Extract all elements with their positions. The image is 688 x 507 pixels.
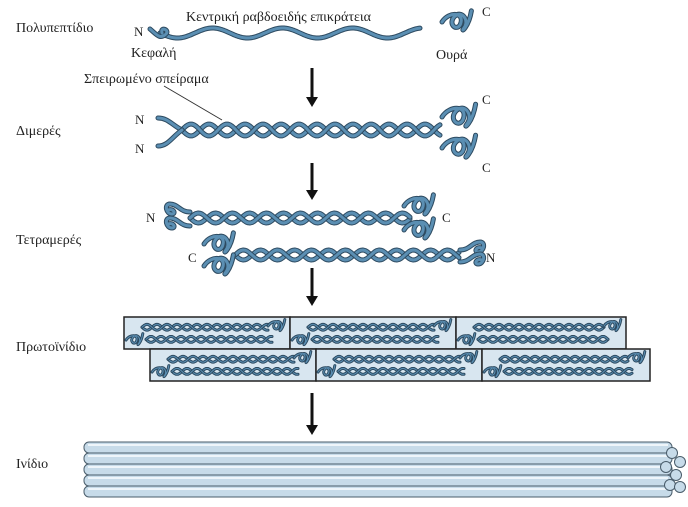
protofilament-bottom-3-top-a [499, 355, 629, 363]
tetramer-lower-b [233, 248, 461, 262]
tetramer-upper-tail-b [402, 217, 435, 240]
tetramer-lower-tail-a [202, 231, 235, 254]
protofilament-top-3-knot-top [603, 319, 622, 332]
protofilament-bottom-2-knot-top [459, 351, 478, 364]
protofilament-bottom-1-knot-top [293, 351, 312, 364]
protofilament-top-1-knot-bottom [125, 333, 144, 346]
protofilament-top-2-knot-top [433, 319, 452, 332]
protofilament-bottom-3-bottom-b [503, 368, 633, 375]
protofilament-bottom-3-top-b [499, 355, 629, 363]
tetramer-lower-tail-b [202, 253, 235, 276]
label-coiled-coil: Σπειρωμένο σπείραμα [84, 72, 209, 87]
dimer-c-terminus-top: C [482, 92, 491, 107]
tetramer-lower-head-b [458, 252, 486, 266]
filament-rod-2 [83, 452, 673, 465]
dimer-coil-b [180, 122, 442, 138]
arrow-2-head [306, 190, 318, 200]
filament-end-1 [666, 447, 678, 459]
filament-rod-5 [83, 485, 673, 498]
tetramer-lower-head-a [458, 240, 486, 254]
arrow-1-head [306, 97, 318, 107]
protofilament-top-2-knot-bottom [291, 333, 310, 346]
dimer-n-terminus-top: N [135, 112, 145, 127]
protofilament-bottom-1-box [149, 348, 317, 382]
tetramer-upper-head-b [164, 216, 192, 230]
tetramer-upper-a [188, 211, 412, 225]
filament-end-3 [660, 461, 672, 473]
dimer-n-terminus-bottom: N [135, 141, 145, 156]
dimer-tail-bottom [440, 133, 478, 159]
arrow-3-head [306, 296, 318, 306]
protofilament-top-3-top-a [473, 323, 605, 331]
label-tetramer: Τετραμερές [16, 233, 82, 248]
label-head: Κεφαλή [131, 46, 177, 61]
strands [124, 8, 647, 379]
protofilament-top-2-box [289, 316, 457, 350]
polypeptide-rod [158, 26, 422, 40]
protofilament-bottom-2-bottom-b [337, 368, 465, 375]
protofilament-top-3-bottom-b [477, 336, 609, 343]
protofilament-top-3-box [455, 316, 627, 350]
protofilament-bottom-3-bottom-a [503, 368, 633, 375]
protofilament-top-2-top-b [307, 323, 435, 331]
protofilament-top-1-box [123, 316, 291, 350]
arrow-4-head [306, 425, 318, 435]
arrows [306, 68, 318, 435]
filament-rod-3 [83, 463, 673, 476]
label-dimer: Διμερές [16, 124, 61, 139]
protofilament-top-3-bottom-a [477, 336, 609, 343]
protofilament-top-1-top-b [141, 323, 269, 331]
tetramer-upper-b [188, 211, 412, 225]
polypeptide-n-terminus: N [134, 24, 144, 39]
tetramer-n-terminus-left: N [146, 210, 156, 225]
tetramer-c-terminus-right: C [442, 210, 451, 225]
protofilament-bottom-1-knot-bottom [151, 365, 170, 378]
tetramer-n-terminus-right: N [486, 250, 496, 265]
dimer-c-terminus-bottom: C [482, 160, 491, 175]
polypeptide-tail [440, 9, 473, 32]
protofilament-top-1-bottom-b [145, 336, 273, 343]
protofilament-top-2-bottom-b [311, 336, 439, 343]
label-protofilament: Πρωτοϊνίδιο [16, 340, 87, 355]
protofilament-top-3-knot-bottom [457, 333, 476, 346]
filament-rod-1 [83, 441, 673, 454]
protofilament-bottom-2-box [315, 348, 483, 382]
protofilament-bottom-2-knot-bottom [317, 365, 336, 378]
protofilament-bottom-3-box [481, 348, 651, 382]
label-central-rod-domain: Κεντρική ραβδοειδής επικράτεια [186, 10, 371, 25]
tetramer-upper-head-a [164, 202, 192, 216]
filament-bundle [83, 441, 686, 498]
label-filament: Ινίδιο [16, 457, 49, 472]
polypeptide-c-terminus: C [482, 4, 491, 19]
polypeptide-head [148, 27, 169, 38]
protofilament-bottom-3-knot-bottom [483, 365, 502, 378]
protofilament-top-3-top-b [473, 323, 605, 331]
protofilament-bottom-1-top-b [167, 355, 295, 363]
protofilament-bottom-1-bottom-b [171, 368, 299, 375]
filament-end-4 [670, 469, 682, 481]
coiled-coil-pointer-line [163, 85, 223, 121]
filament-end-5 [664, 479, 676, 491]
dimer-head-bottom [156, 128, 184, 148]
protofilament-bottom-2-top-b [333, 355, 461, 363]
filament-end-6 [674, 481, 686, 493]
tetramer-upper-tail-a [402, 193, 435, 216]
filament-end-2 [674, 456, 686, 468]
label-tail: Ουρά [436, 48, 468, 63]
label-polypeptide: Πολυπεπτίδιο [16, 21, 94, 36]
protofilament-top-1-knot-top [267, 319, 286, 332]
filament-rod-4 [83, 474, 673, 487]
tetramer-c-terminus-left: C [188, 250, 197, 265]
dimer-tail-top [440, 102, 478, 128]
protofilament-bottom-3-knot-top [627, 351, 646, 364]
